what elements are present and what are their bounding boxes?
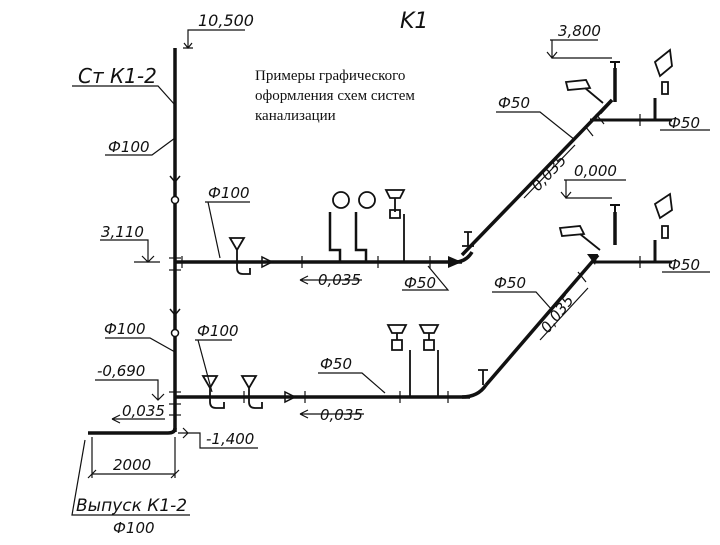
branch-upper-d100-label: Ф100: [208, 184, 250, 202]
pipe-lower-d50-leader: [318, 372, 386, 394]
right-upper-d50-label: Ф50: [668, 114, 700, 132]
level-mark-right-upper: [546, 39, 612, 59]
system-label: K1: [400, 9, 428, 34]
check-valve: [261, 255, 274, 269]
outlet-leader: [71, 439, 190, 516]
sink-fixture-a-bowl: [332, 191, 350, 209]
sink-fixture-b-bowl: [358, 191, 376, 209]
slope-upper-label: 0,035: [318, 271, 361, 289]
riser-fitting: [169, 308, 181, 317]
floor-drain-upper: [610, 61, 620, 72]
riser-slope-arrow: [111, 414, 121, 424]
branch-upper-d100-leader: [205, 201, 250, 259]
branch-lower-d100-label: Ф100: [197, 322, 239, 340]
floor-drain-lower: [610, 204, 620, 214]
sink-fixture-a: [328, 212, 342, 262]
pipe-upper-d50-label: Ф50: [404, 274, 436, 292]
diag-upper-d50-label: Ф50: [498, 94, 530, 112]
riser-d100-lower-label: Ф100: [104, 320, 146, 338]
outlet-dim-line: [87, 437, 180, 479]
level-upper-label: 3,110: [101, 223, 144, 241]
diag-lower-d50-label: Ф50: [494, 274, 526, 292]
riser-d100-label: Ф100: [108, 138, 150, 156]
branch-lower-d100-leader: [195, 339, 232, 393]
riser-fitting: [169, 175, 181, 184]
check-valve-lower: [284, 390, 297, 404]
sink-fixture-b: [354, 212, 368, 262]
slope-lower-line: [299, 409, 364, 419]
riser-label-leader: [72, 85, 176, 106]
riser-d100-leader: [105, 137, 176, 156]
slope-riser-label: 0,035: [122, 402, 165, 420]
slope-diag-upper-label: 0,035: [528, 151, 570, 195]
funnel-fixture-lower-a: [201, 375, 225, 409]
slope-diag-upper-line: [523, 144, 576, 199]
slope-diag-lower-label: 0,035: [537, 292, 578, 337]
slope-lower-label: 0,035: [320, 406, 363, 424]
diag-lower-d50-leader: [492, 291, 553, 311]
level-mark-right-lower: [560, 179, 626, 199]
toilet-fixture-lower: [558, 225, 601, 251]
outlet-length-label: 2000: [113, 456, 151, 474]
urinal-fixture-lower: [653, 192, 673, 239]
riser-cleanout-lower: [170, 328, 180, 338]
riser-cleanout-upper: [170, 195, 180, 205]
pipe-upper-d50-leader: [402, 265, 450, 291]
washbasin-fixture-lower-b: [418, 324, 440, 397]
lower-right-run: [592, 240, 672, 264]
level-right-upper-label: 3,800: [558, 22, 601, 40]
level-top-label: 10,500: [198, 11, 254, 30]
upper-diagonal-pipe: [460, 98, 614, 257]
outlet-name-label: Выпуск К1-2: [76, 496, 187, 516]
level-mark-lower: [95, 379, 165, 401]
pipe-lower-d50-label: Ф50: [320, 355, 352, 373]
toilet-fixture-upper: [564, 79, 604, 104]
urinal-fixture-upper: [653, 48, 673, 95]
lower-bend: [461, 383, 488, 399]
lower-cleanout: [478, 369, 488, 385]
upper-cleanout: [462, 231, 474, 247]
level-outlet-label: -1,400: [206, 430, 254, 448]
slope-diag-lower-line: [539, 287, 589, 341]
lower-diagonal-pipe: [484, 253, 600, 387]
slope-upper-line: [299, 275, 362, 285]
upper-right-run: [590, 98, 672, 122]
level-lower-label: -0,690: [97, 362, 145, 380]
upper-joint-fill: [448, 256, 462, 268]
funnel-fixture-lower-b: [240, 375, 263, 409]
riser-d100-lower-leader: [105, 337, 176, 353]
washbasin-fixture-upper: [384, 189, 406, 262]
washbasin-fixture-lower-a: [386, 324, 411, 397]
funnel-fixture: [228, 237, 251, 275]
diag-upper-d50-leader: [496, 111, 576, 141]
lower-joint-fill: [587, 254, 598, 265]
level-mark-outlet: [178, 427, 258, 449]
upper-right-pipe: [598, 98, 614, 115]
outlet-pipe: [88, 427, 177, 435]
outlet-diameter-label: Ф100: [113, 519, 155, 537]
right-lower-d50-label: Ф50: [668, 256, 700, 274]
level-mark-top: [183, 29, 245, 49]
level-mark-upper: [100, 239, 160, 263]
level-right-lower-label: 0,000: [574, 162, 617, 180]
diagram-caption: Примеры графического оформления схем сис…: [255, 68, 415, 124]
riser-label: Ст К1-2: [78, 64, 157, 88]
